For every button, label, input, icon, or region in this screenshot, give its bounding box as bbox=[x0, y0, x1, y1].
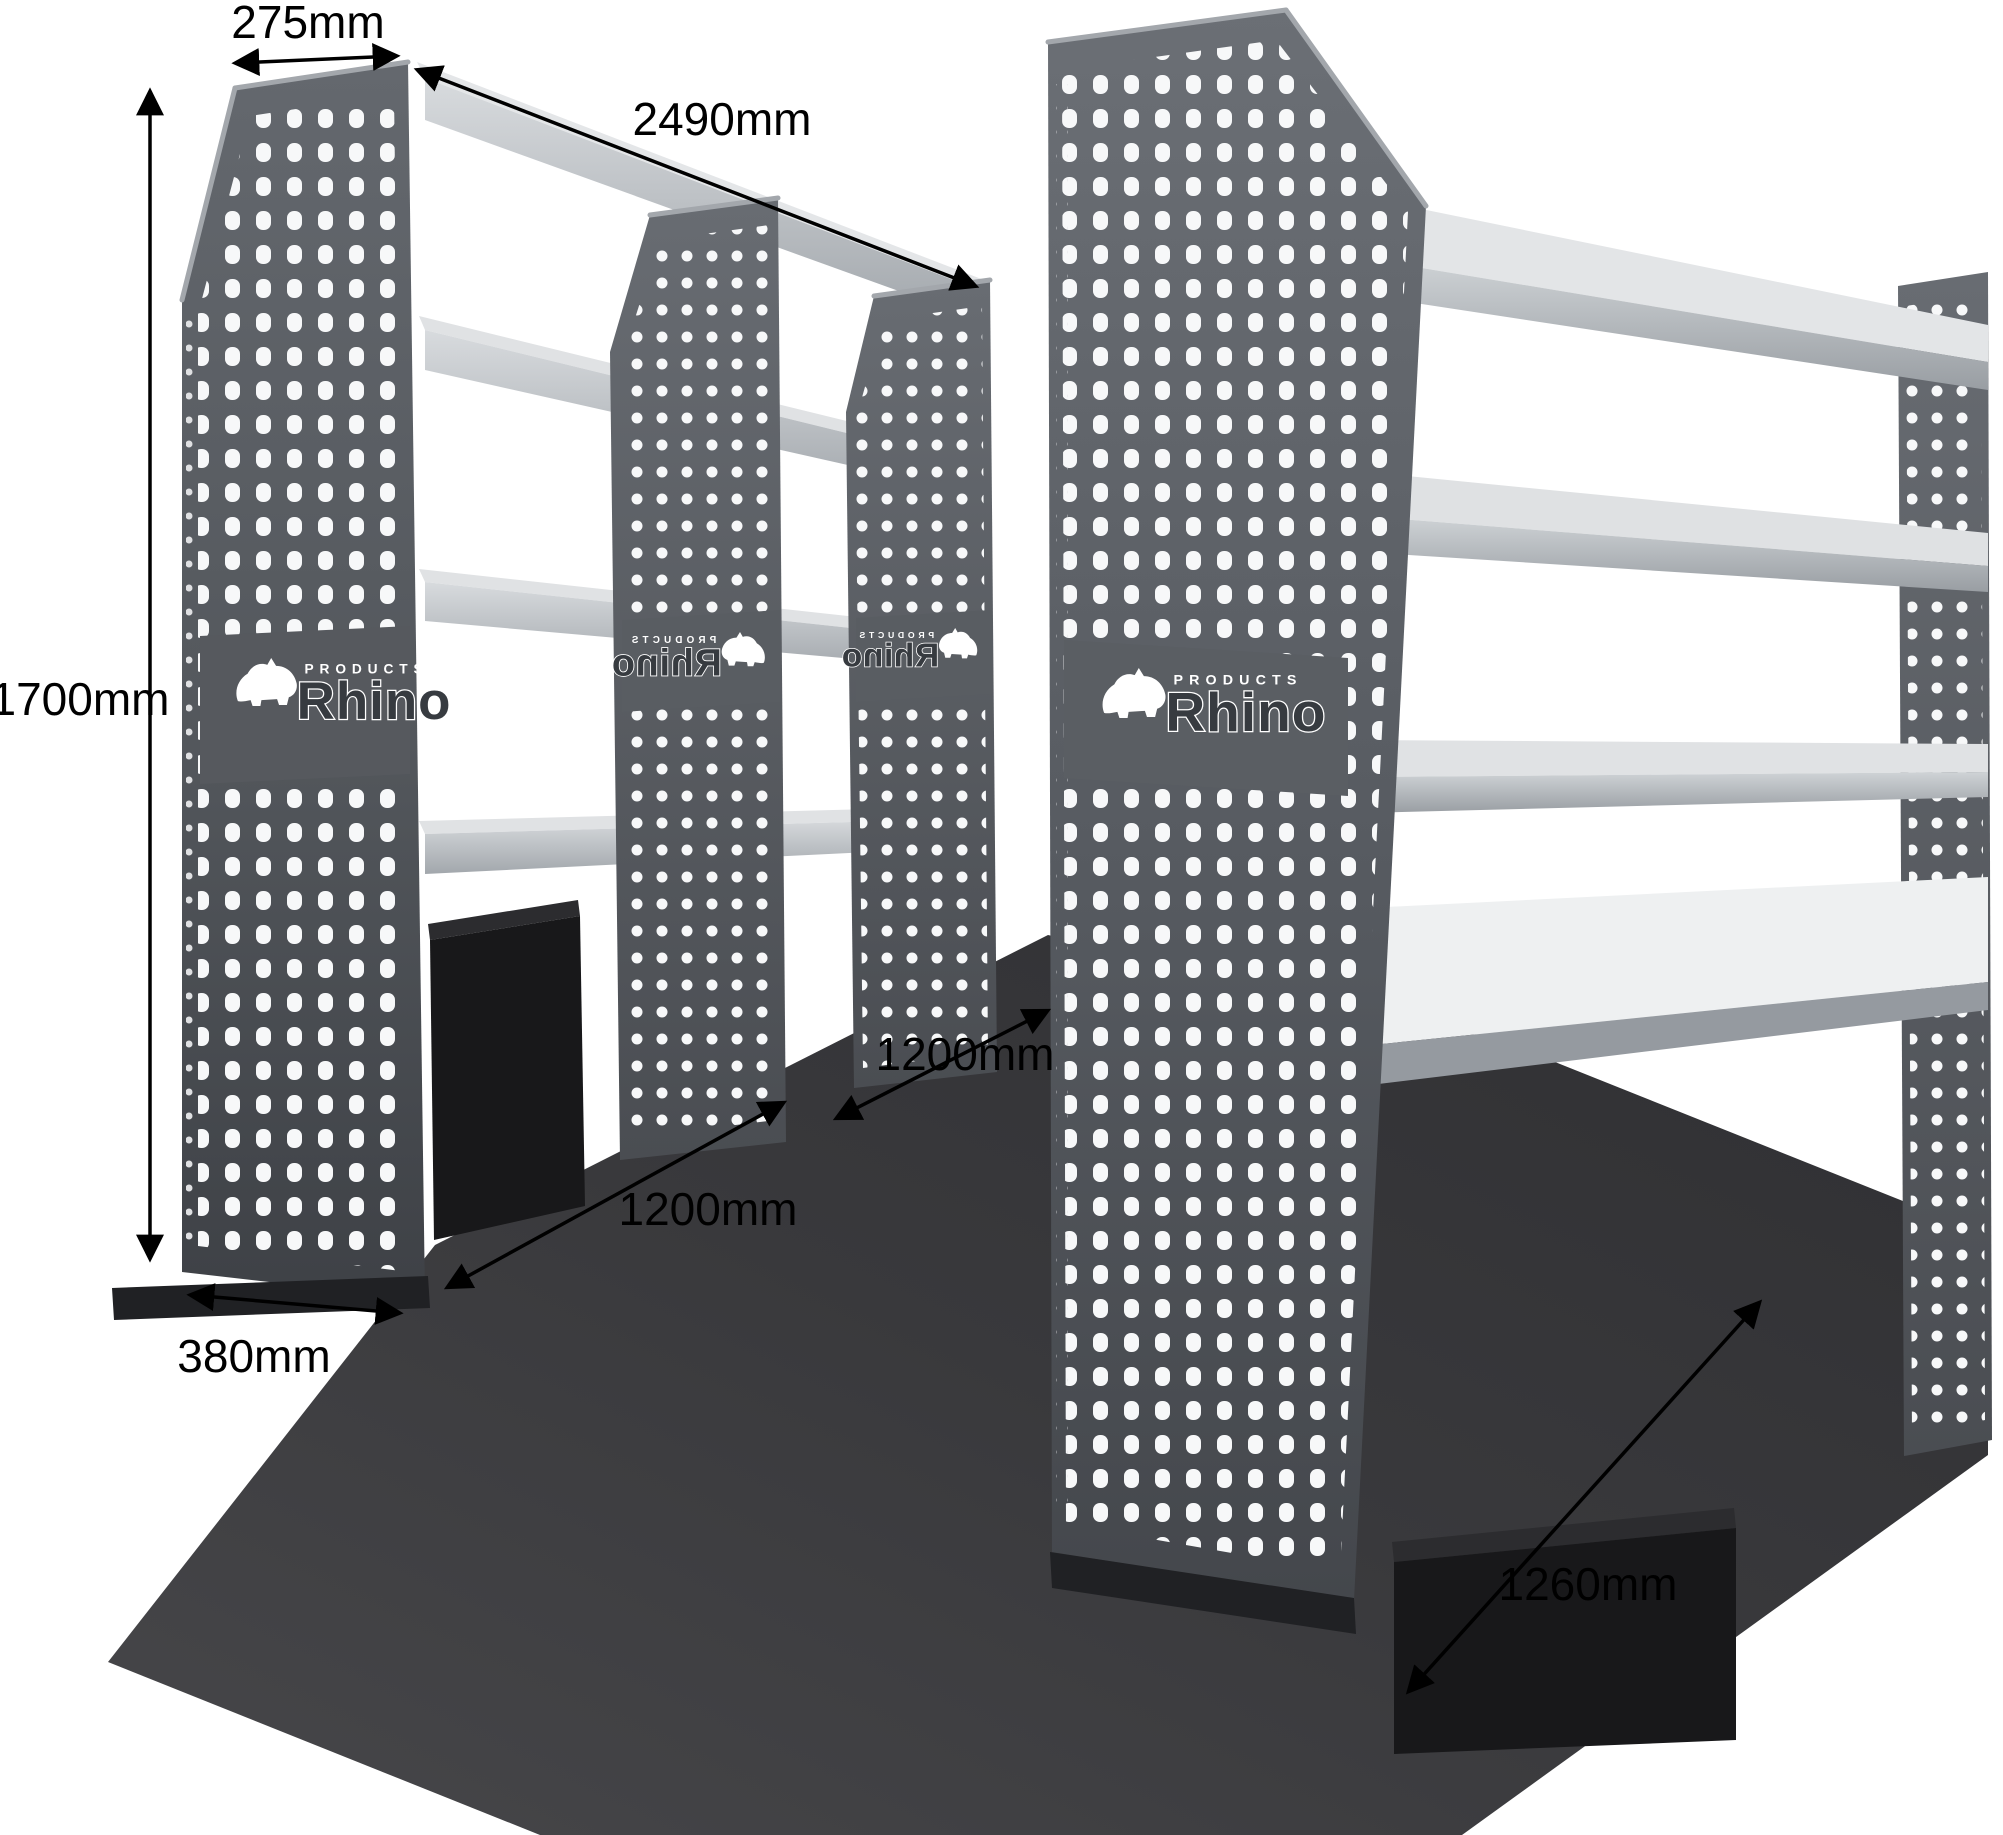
panel-chamfer-bevel bbox=[1283, 7, 1429, 209]
mid-upright-panel bbox=[840, 277, 997, 1088]
dim-arrow-380 bbox=[186, 1283, 404, 1325]
dim-arrow-1200-left bbox=[443, 1100, 788, 1290]
dim-label-380: 380mm bbox=[177, 1330, 330, 1382]
right-rack-unit bbox=[1045, 7, 1992, 1754]
dim-label-275: 275mm bbox=[231, 0, 384, 48]
dimension-annotations: 275mm 2490mm 1700mm 380mm 1200mm 1200mm … bbox=[0, 0, 1763, 1695]
box-front bbox=[430, 916, 585, 1240]
wheel-arch-box bbox=[1392, 1508, 1736, 1754]
dim-label-1260: 1260mm bbox=[1499, 1558, 1678, 1610]
shelf bbox=[1362, 516, 1988, 592]
shelf bbox=[1362, 258, 1988, 390]
upright-perforations bbox=[1906, 294, 1985, 1436]
shelf-top-surface bbox=[1362, 877, 1988, 1046]
dim-label-1200-right: 1200mm bbox=[876, 1028, 1055, 1080]
shelf bbox=[1362, 982, 1988, 1086]
dim-arrow-1260 bbox=[1405, 1299, 1763, 1695]
panel-chamfer-bevel bbox=[179, 85, 238, 303]
box-top bbox=[428, 900, 580, 940]
dim-arrow-2490 bbox=[413, 65, 980, 291]
dim-arrow-275 bbox=[231, 43, 401, 76]
wheel-arch-box bbox=[428, 900, 585, 1240]
base-plate bbox=[1050, 1552, 1356, 1634]
left-end-panel bbox=[179, 59, 453, 1300]
panel-perforations bbox=[1062, 40, 1408, 1572]
mid-upright-panel bbox=[610, 195, 786, 1160]
shelf-top-surface bbox=[1362, 740, 1988, 777]
far-end-panel bbox=[1898, 272, 1992, 1456]
panel-edge-holes bbox=[186, 318, 198, 1248]
panel-top-bevel bbox=[1045, 7, 1289, 45]
dim-label-1200-left: 1200mm bbox=[619, 1183, 798, 1235]
dim-label-2490: 2490mm bbox=[633, 93, 812, 145]
shelf bbox=[1362, 772, 1988, 813]
dim-arrow-1200-right bbox=[832, 1008, 1052, 1121]
right-end-panel bbox=[1045, 7, 1429, 1600]
dim-label-1700: 1700mm bbox=[0, 673, 169, 725]
shelf-top-surface bbox=[1362, 198, 1988, 362]
shelf-top-surface bbox=[1362, 472, 1988, 566]
left-rack-unit bbox=[112, 59, 997, 1320]
panel-edge-holes bbox=[1056, 84, 1068, 1514]
